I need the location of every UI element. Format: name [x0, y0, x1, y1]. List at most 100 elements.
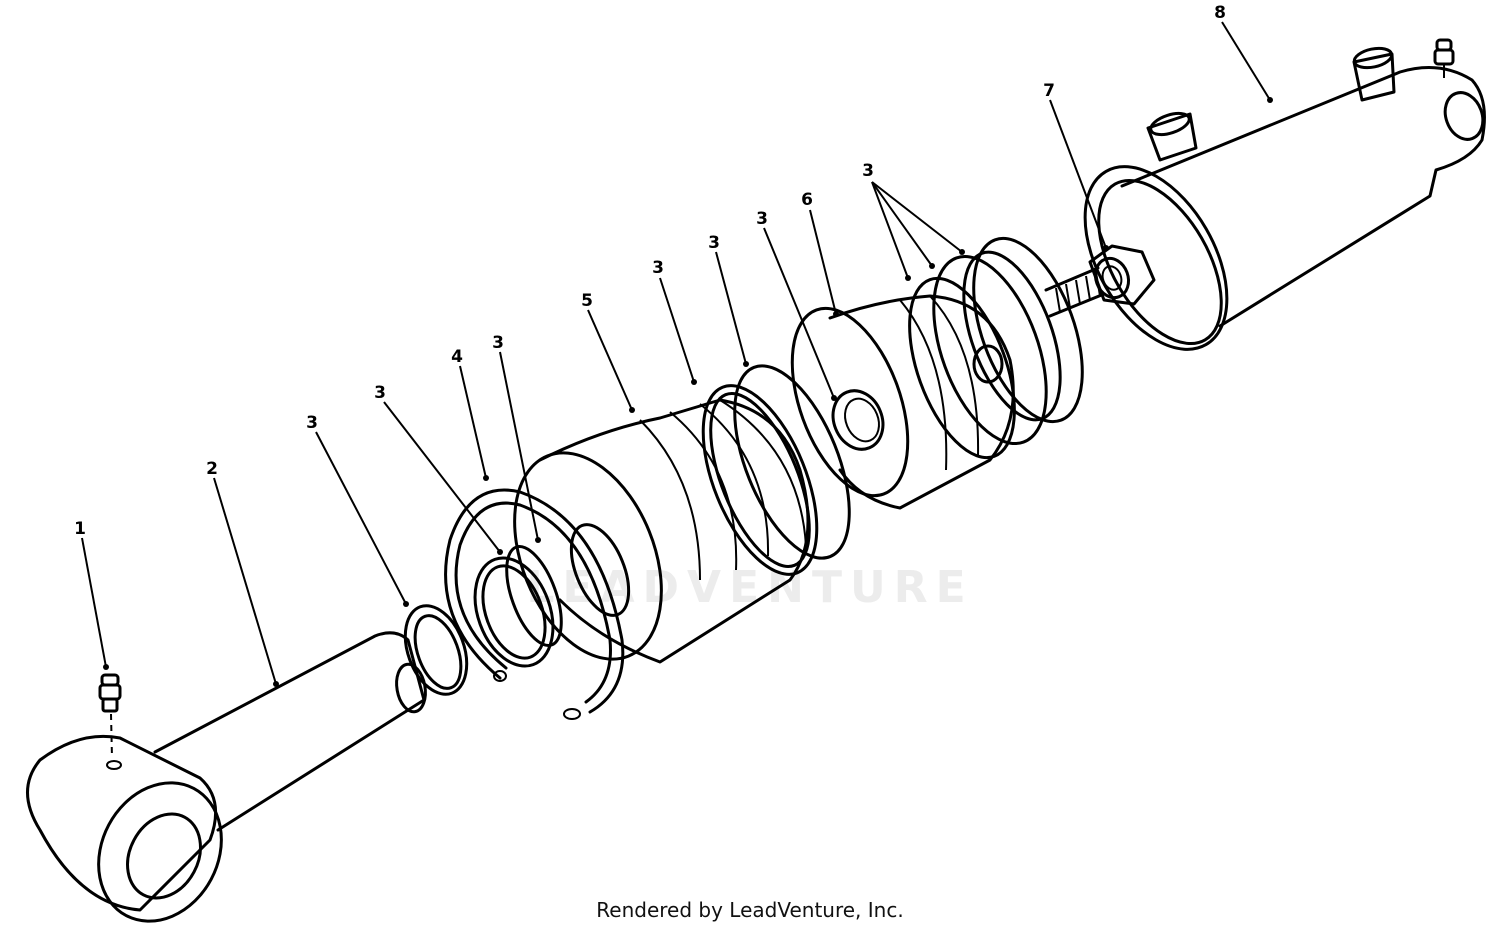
gland-face: [513, 451, 663, 661]
leader-4: [459, 365, 487, 479]
callout-5: 5: [581, 291, 593, 311]
leader-3e-dot: [743, 361, 749, 367]
leader-lines: [81, 21, 1273, 687]
part-1-grease-fitting: [98, 673, 122, 759]
stud-threads: [1055, 271, 1101, 313]
callout-3d: 3: [652, 258, 664, 278]
part-4-snap-ring: [444, 488, 625, 720]
part-3-seal-ring: [473, 556, 555, 668]
leader-8: [1221, 21, 1271, 101]
leader-7-dot: [1103, 245, 1109, 251]
part-2-rod-eye: [26, 631, 427, 923]
port-1: [1146, 112, 1198, 162]
o-ring-d-inner: [844, 397, 880, 443]
leader-5: [587, 309, 633, 411]
snap-ring-eye-a: [493, 670, 507, 682]
leader-3b-dot: [497, 549, 503, 555]
leader-3b: [383, 401, 501, 553]
part-6-piston: [790, 294, 1015, 510]
o-ring-b-inner: [709, 392, 811, 568]
callout-3a: 3: [306, 413, 318, 433]
part-3-o-ring-d: [831, 389, 885, 451]
piston-groove-2: [929, 295, 980, 457]
leader-4-dot: [483, 475, 489, 481]
leader-3g-2: [871, 181, 933, 267]
barrel-fitting-mid: [1433, 48, 1455, 66]
render-credit: Rendered by LeadVenture, Inc.: [596, 898, 904, 922]
gland-groove-2: [669, 411, 738, 571]
callout-3e: 3: [708, 233, 720, 253]
rod-eye-face: [97, 781, 223, 923]
callout-4: 4: [451, 347, 463, 367]
gland-groove-4: [719, 399, 807, 547]
gland-body: [538, 398, 810, 664]
leader-3f-dot: [831, 395, 837, 401]
leader-3g-1: [871, 181, 909, 279]
barrel-mouth-outer: [1083, 165, 1229, 351]
leader-2: [213, 477, 277, 685]
leader-5-dot: [629, 407, 635, 413]
wiper-inner: [413, 614, 463, 690]
part-3-o-ring-c: [733, 364, 851, 560]
barrel-body: [1120, 66, 1486, 328]
rod-grease-hole: [106, 760, 122, 770]
barrel-mouth-inner: [1097, 178, 1223, 346]
leader-6-dot: [833, 311, 839, 317]
callout-7: 7: [1043, 81, 1055, 101]
leader-3g-dot-3: [959, 249, 965, 255]
piston-body: [828, 294, 1015, 510]
part-7-nut: [1044, 244, 1156, 318]
snap-ring-eye-b: [563, 708, 581, 720]
gland-groove-3: [699, 403, 770, 557]
fitting-base: [101, 697, 119, 713]
callout-3c: 3: [492, 333, 504, 353]
part-5-gland: [513, 398, 810, 664]
leader-3f: [763, 227, 835, 399]
stud-edges: [1044, 266, 1106, 318]
callout-3b: 3: [374, 383, 386, 403]
o-ring-b-outer: [701, 384, 819, 576]
leader-3a-dot: [403, 601, 409, 607]
port-2-top: [1352, 46, 1394, 70]
part-3-o-ring-b: [701, 384, 819, 576]
leader-3e: [715, 251, 747, 365]
nut-hex: [1088, 244, 1156, 306]
leader-1-dot: [103, 664, 109, 670]
wiper-outer: [403, 604, 469, 696]
callout-3f: 3: [756, 209, 768, 229]
o-ring-d-outer: [831, 389, 885, 451]
piston-seal-lug: [972, 344, 1004, 384]
port-1-top: [1149, 111, 1191, 137]
leader-8-dot: [1267, 97, 1273, 103]
piston-seal-1: [908, 276, 1016, 460]
piston-seal-2: [932, 254, 1048, 446]
part-8-barrel: [1083, 38, 1486, 351]
callout-labels: 1 2 3 3 4 3 5 3 3 3 6 3 7 8: [74, 3, 1226, 539]
callout-6: 6: [801, 190, 813, 210]
callout-2: 2: [206, 459, 218, 479]
leader-3c-dot: [535, 537, 541, 543]
rod-eye-housing: [26, 734, 218, 912]
leader-1: [81, 537, 107, 668]
leader-3g-dot-1: [905, 275, 911, 281]
gland-groove-1: [639, 419, 701, 581]
part-3-piston-seals: [908, 236, 1084, 460]
leader-3a: [315, 431, 407, 605]
leader-6: [809, 209, 837, 315]
leader-3d-dot: [691, 379, 697, 385]
part-3-wiper-ring: [403, 604, 469, 696]
fitting-centerline: [110, 713, 113, 759]
rod-eye-bore: [126, 812, 202, 900]
fitting-mid: [98, 683, 122, 701]
barrel-eye-bore: [1443, 91, 1485, 141]
gland-bore: [569, 523, 631, 617]
callout-1: 1: [74, 519, 86, 539]
snap-ring-inner: [454, 501, 612, 704]
leader-3g-dot-2: [929, 263, 935, 269]
leader-3g-3: [871, 181, 963, 253]
piston-face: [790, 306, 910, 498]
snap-ring-outer: [444, 488, 625, 714]
leader-7: [1049, 99, 1107, 249]
